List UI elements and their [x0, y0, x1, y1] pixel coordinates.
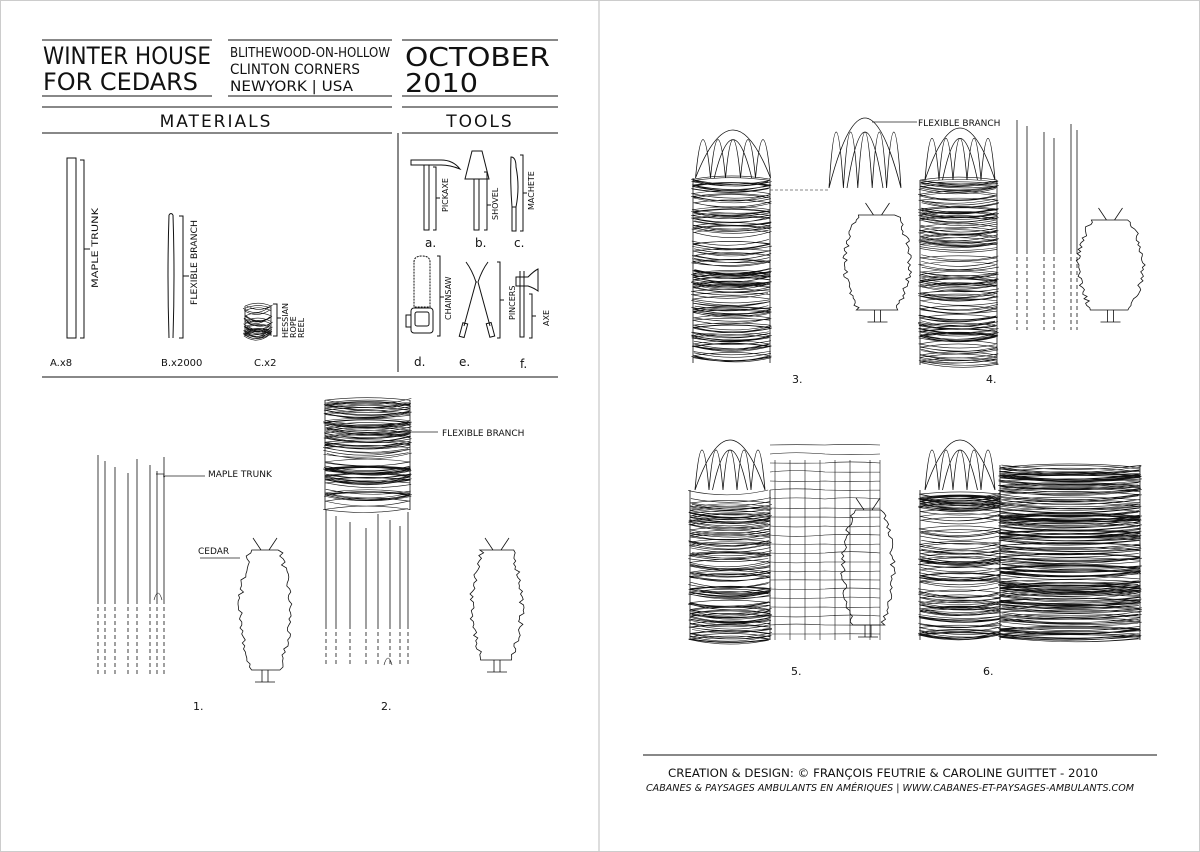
title-block: WINTER HOUSE FOR CEDARS BLITHEWOOD-ON-HO… [42, 39, 558, 99]
woven-branch-wall [322, 397, 412, 513]
branch-weaving-grid [769, 444, 881, 640]
pincers-label: PINCERS [508, 286, 517, 320]
tools-heading: TOOLS [445, 112, 513, 132]
step-2-number: 2. [381, 700, 392, 713]
woven-branch-wall [690, 175, 773, 363]
maple-trunk-label: MAPLE TRUNK [91, 207, 101, 288]
pickaxe-label: PICKAXE [441, 178, 450, 212]
wall-outline [689, 490, 771, 640]
step-3-number: 3. [792, 373, 803, 386]
materials-heading: MATERIALS [160, 112, 273, 132]
pickaxe-letter: a. [425, 236, 436, 250]
step-5-number: 5. [791, 665, 802, 678]
maple-trunk-poles [325, 510, 409, 625]
axe-label: AXE [542, 310, 551, 326]
step-1-drawing: MAPLE TRUNK CEDAR 1. [97, 455, 293, 713]
location-line-2: CLINTON CORNERS [230, 62, 360, 78]
trunk-bend [153, 592, 163, 601]
cedar-tree [842, 202, 913, 323]
woven-branch-wall [242, 302, 273, 341]
cedar-tree [469, 537, 525, 673]
material-maple-trunk: MAPLE TRUNK A.x8 [50, 157, 101, 369]
step-2-flexible-branch-label: FLEXIBLE BRANCH [442, 429, 524, 439]
woven-branch-wall [917, 176, 999, 368]
tool-shovel: SHOVEL b. [464, 150, 500, 250]
maple-trunk-poles [97, 455, 165, 600]
step-3-drawing: FLEXIBLE BRANCH 3. [690, 117, 1000, 386]
branch-dome [924, 439, 996, 491]
pincers-letter: e. [459, 355, 470, 369]
wall-outline [324, 400, 411, 510]
credits-footer: CREATION & DESIGN: © FRANÇOIS FEUTRIE & … [643, 754, 1157, 794]
step-6-number: 6. [983, 665, 994, 678]
machete-letter: c. [514, 236, 524, 250]
maple-trunk-poles-buried [97, 600, 165, 675]
cedar-tree [237, 537, 293, 683]
cedar-tree [1075, 207, 1146, 323]
wall-outline [244, 306, 272, 336]
tool-machete: MACHETE c. [510, 154, 536, 250]
step-1-cedar-label: CEDAR [198, 547, 229, 557]
shovel-label: SHOVEL [491, 187, 500, 220]
branch-dome [924, 127, 996, 181]
branch-dome [695, 129, 771, 179]
step-6-drawing: 6. [917, 439, 1143, 678]
flexible-branch-quantity: B.x2000 [161, 358, 202, 369]
woven-branch-wall [688, 489, 773, 645]
woven-branch-wall [917, 491, 1003, 641]
wall-outline [692, 178, 771, 363]
location-line-1: BLITHEWOOD-ON-HOLLOW [230, 46, 390, 61]
rope-reel-label-2: ROPE [289, 316, 298, 338]
rope-reel-label-1: HESSIAN [281, 303, 290, 338]
date-line-1: OCTOBER [405, 43, 550, 73]
tool-pincers: PINCERS e. [458, 261, 517, 369]
woven-branch-wall [997, 463, 1143, 643]
step-4-drawing: 4. [917, 120, 1146, 386]
location-line-3: NEWYORK | USA [230, 79, 353, 95]
tool-axe: AXE f. [515, 268, 551, 371]
step-1-maple-trunk-label: MAPLE TRUNK [208, 470, 273, 480]
maple-trunk-poles-buried [325, 625, 409, 665]
title-line-1: WINTER HOUSE [43, 42, 211, 70]
project-text: CABANES & PAYSAGES AMBULANTS EN AMÉRIQUE… [646, 782, 1134, 794]
axe-letter: f. [520, 357, 527, 371]
step-5-drawing: 5. [688, 439, 896, 678]
branch-dome [694, 439, 766, 491]
wall-outline [999, 465, 1141, 640]
trunk-bend [383, 657, 393, 666]
step-2-drawing: FLEXIBLE BRANCH 2. [322, 397, 525, 713]
title-line-2: FOR CEDARS [43, 68, 198, 96]
maple-trunk-poles [1016, 120, 1078, 250]
step-4-number: 4. [986, 373, 997, 386]
section-headers: MATERIALS TOOLS [42, 106, 558, 378]
maple-trunk-poles-buried [1016, 250, 1078, 330]
rope-reel-label-3: REEL [297, 317, 306, 338]
cedar-tree [840, 497, 896, 638]
step-3-flexible-branch-label: FLEXIBLE BRANCH [918, 119, 1000, 129]
machete-label: MACHETE [527, 171, 536, 210]
credits-text: CREATION & DESIGN: © FRANÇOIS FEUTRIE & … [668, 766, 1098, 780]
rope-reel-quantity: C.x2 [254, 358, 276, 369]
tool-chainsaw: CHAINSAW d. [405, 255, 453, 369]
wall-outline [919, 180, 998, 365]
tool-pickaxe: PICKAXE a. [410, 159, 462, 250]
chainsaw-label: CHAINSAW [444, 276, 453, 320]
material-flexible-branch: FLEXIBLE BRANCH B.x2000 [161, 213, 202, 369]
date-line-2: 2010 [405, 69, 478, 99]
chainsaw-letter: d. [414, 355, 425, 369]
maple-trunk-quantity: A.x8 [50, 358, 72, 369]
branch-dome [828, 117, 902, 189]
step-1-number: 1. [193, 700, 204, 713]
shovel-letter: b. [475, 236, 486, 250]
material-rope-reel: HESSIAN ROPE REEL C.x2 [242, 302, 306, 369]
flexible-branch-label: FLEXIBLE BRANCH [190, 220, 200, 305]
